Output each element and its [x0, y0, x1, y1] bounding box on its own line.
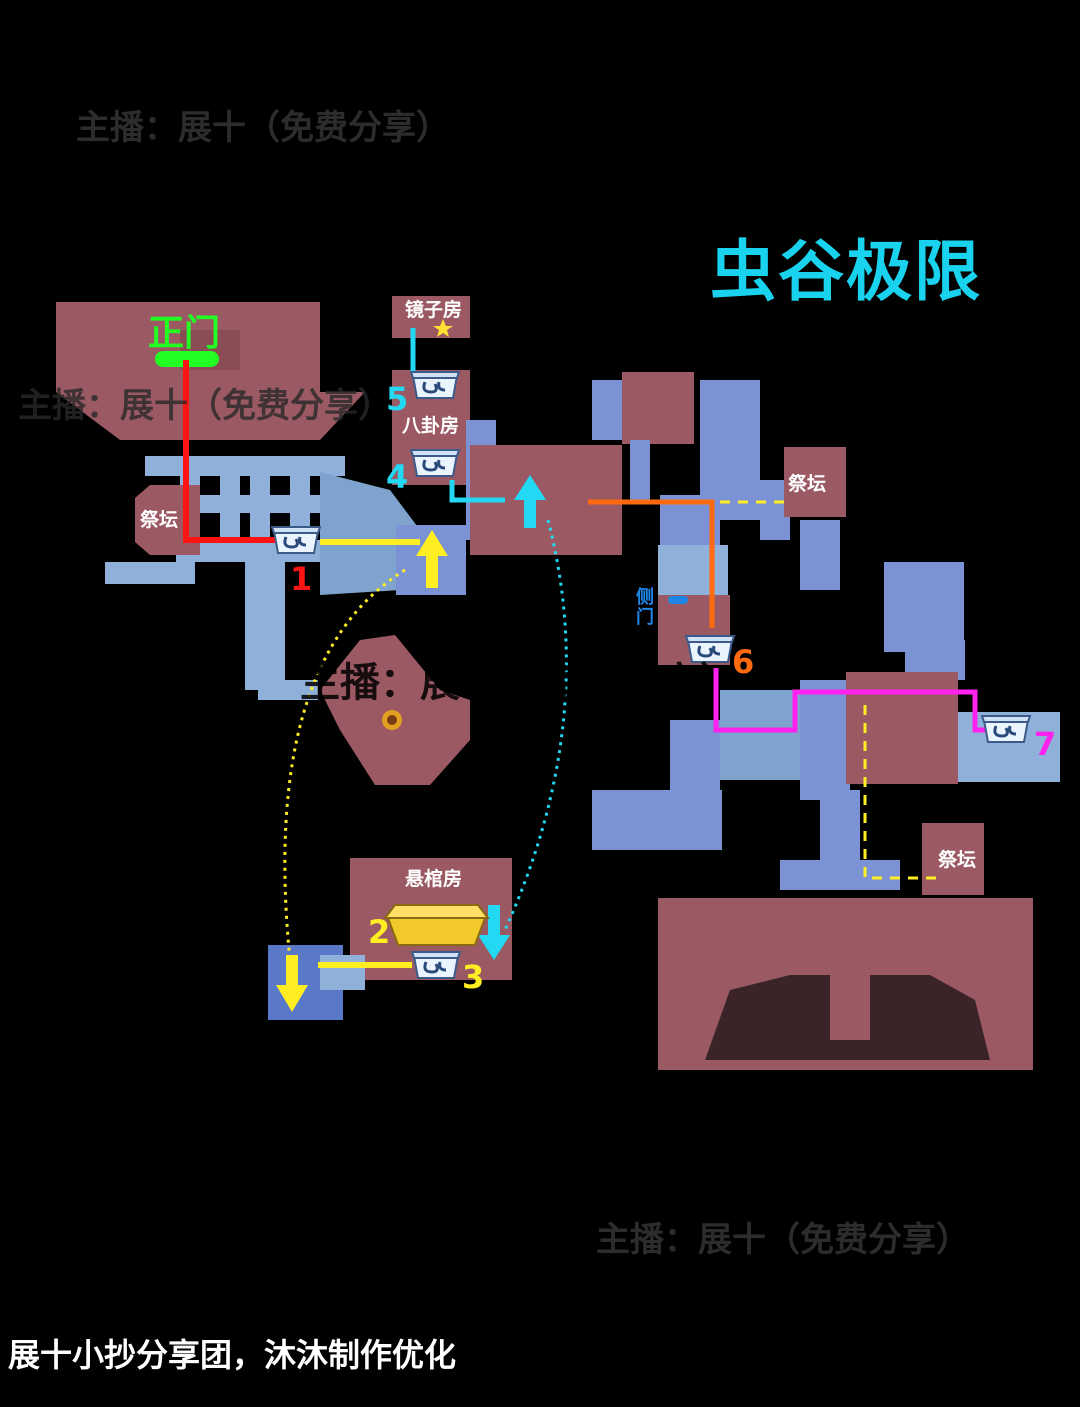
route-number-2: 2: [368, 913, 390, 951]
watermark-top: 主播：展十（免费分享）: [76, 108, 450, 148]
route-number-4: 4: [386, 458, 408, 496]
watermark-bottom: 主播：展十（免费分享）: [596, 1220, 970, 1260]
side-door-marker: [668, 596, 688, 604]
boss-hall: [658, 898, 1033, 1070]
upper-right-altar-label: 祭坛: [787, 472, 826, 495]
bagua-room-label: 八卦房: [402, 414, 459, 437]
arrow-down-icon: [276, 955, 308, 1012]
arrow-up-icon: [514, 475, 546, 528]
entrance-label: 正门: [148, 313, 220, 354]
route-yellow: [283, 500, 938, 968]
map-title: 虫谷极限: [710, 233, 982, 310]
route-cyan: [410, 328, 568, 931]
route-number-6: 6: [732, 643, 754, 681]
route-red: [183, 360, 280, 543]
route-magenta: [713, 668, 992, 733]
credit-text: 展十小抄分享团，沐沐制作优化: [8, 1336, 457, 1374]
route-green: [155, 351, 219, 367]
right-corridors: [592, 380, 1060, 890]
chest-icon: [980, 714, 1032, 744]
route-number-3: 3: [462, 958, 484, 996]
top-right-room: [622, 372, 694, 444]
side-door-label: 侧门: [636, 587, 654, 628]
arrow-down-icon: [478, 905, 510, 960]
chest-icon: [270, 525, 322, 555]
watermark-middle: 主播：展十（免费分享）: [18, 386, 392, 426]
pit-room: [320, 635, 470, 785]
lower-right-altar-label: 祭坛: [937, 848, 976, 871]
arrow-up-icon: [416, 530, 448, 588]
golden-chest-icon: [382, 904, 491, 946]
mirror-room-label: 镜子房: [405, 298, 462, 321]
watermark-center: 主播：展十（免费分享）: [300, 660, 740, 706]
route-number-1: 1: [290, 560, 312, 598]
star-icon: [433, 319, 453, 337]
route-number-5: 5: [386, 380, 408, 418]
chest-icon: [409, 448, 461, 478]
mirror-room: [392, 296, 470, 338]
left-altar-label: 祭坛: [139, 508, 178, 531]
route-number-7: 7: [1034, 725, 1056, 763]
chest-icon: [410, 950, 462, 980]
chest-icon: [409, 370, 461, 400]
coffin-room-label: 悬棺房: [405, 867, 462, 890]
route-orange: [588, 499, 715, 628]
